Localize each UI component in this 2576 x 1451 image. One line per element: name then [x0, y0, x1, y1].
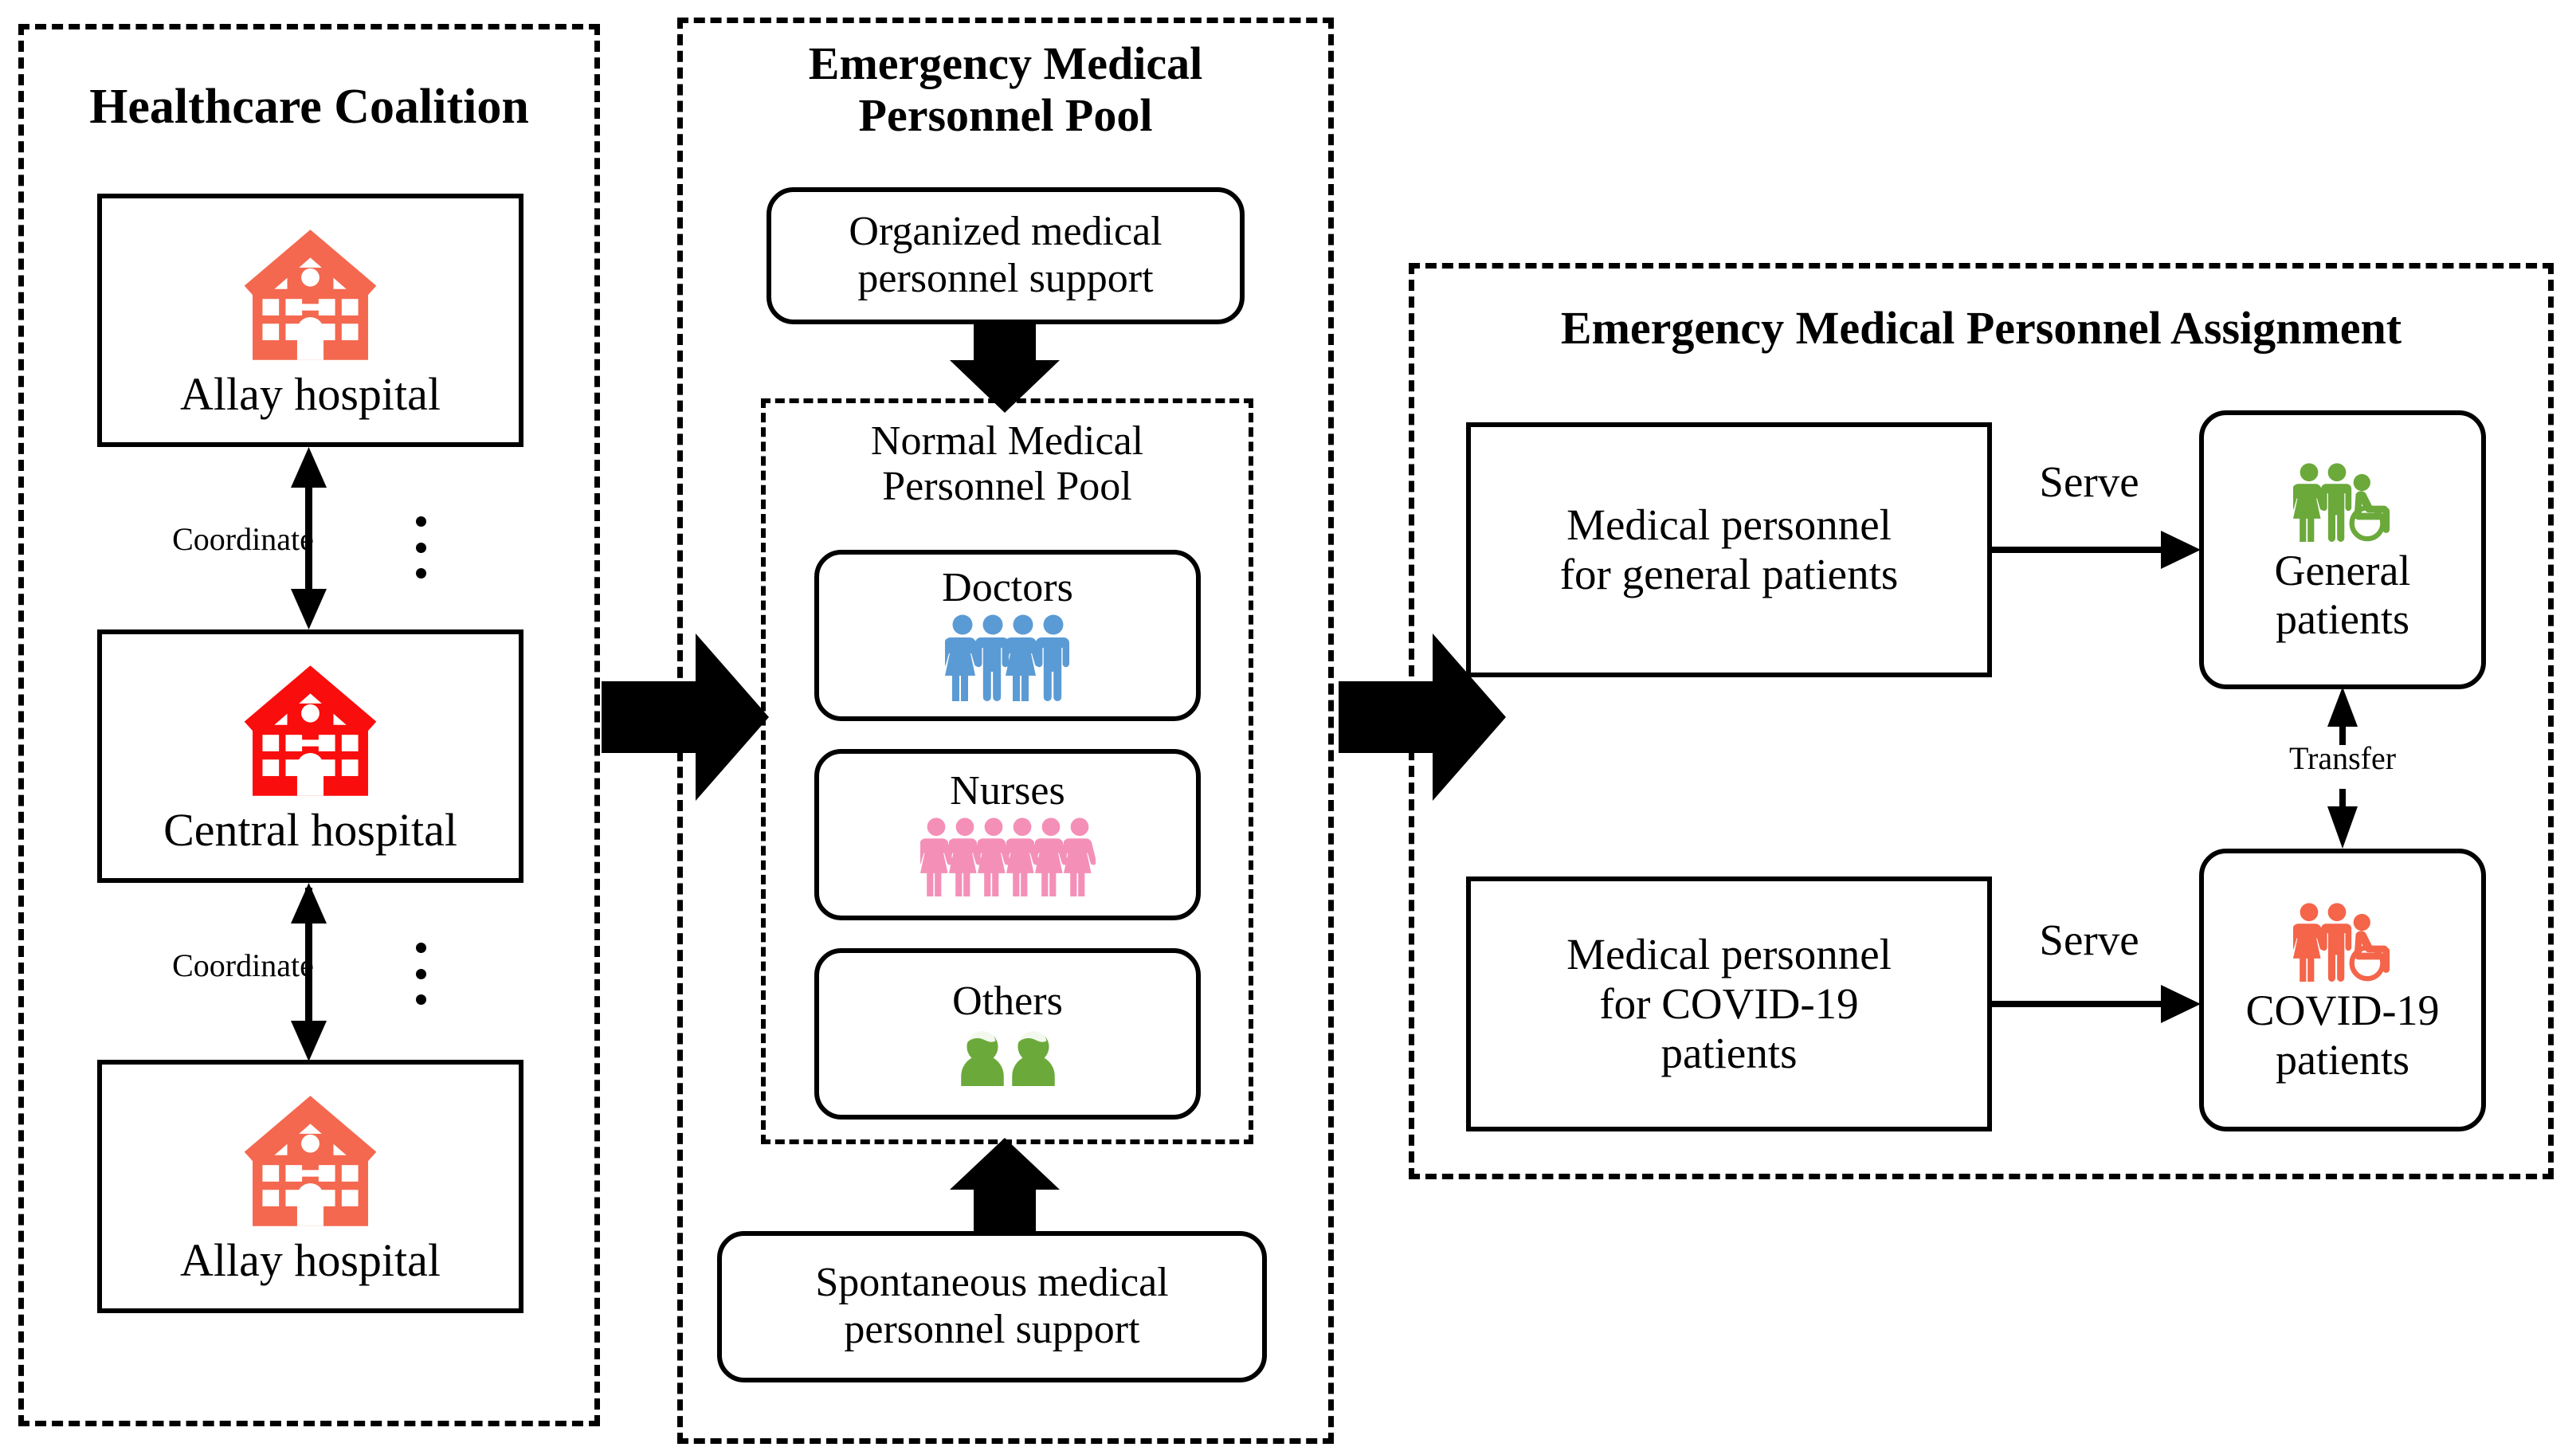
node-allay-hospital-bottom[interactable]: Allay hospital: [97, 1060, 523, 1313]
group-doctors[interactable]: Doctors: [814, 550, 1201, 721]
hospital-icon: [225, 661, 396, 801]
node-medical-personnel-covid-label: Medical personnel for COVID-19 patients: [1566, 929, 1892, 1078]
node-covid-patients-label: COVID-19 patients: [2245, 986, 2440, 1084]
node-allay-hospital-top[interactable]: Allay hospital: [97, 194, 523, 447]
panel-healthcare-coalition-title: Healthcare Coalition: [89, 80, 529, 134]
node-central-hospital-label: Central hospital: [163, 804, 457, 857]
hospital-icon: [225, 1091, 396, 1231]
group-nurses-label: Nurses: [950, 768, 1065, 814]
patients-wheelchair-icon: [2293, 902, 2392, 982]
vertical-ellipsis-icon-top: [416, 516, 426, 578]
node-spontaneous-medical-personnel-support[interactable]: Spontaneous medical personnel support: [717, 1231, 1267, 1382]
edge-label-serve-covid: Serve: [2039, 916, 2139, 964]
node-spontaneous-medical-personnel-support-label: Spontaneous medical personnel support: [815, 1260, 1169, 1352]
people-group-icon: [920, 817, 1096, 896]
node-general-patients-label: General patients: [2274, 546, 2411, 643]
edge-label-serve-general: Serve: [2039, 457, 2139, 506]
patients-wheelchair-icon: [2293, 462, 2392, 542]
group-nurses[interactable]: Nurses: [814, 749, 1201, 920]
node-organized-medical-personnel-support[interactable]: Organized medical personnel support: [767, 187, 1245, 324]
node-organized-medical-personnel-support-label: Organized medical personnel support: [849, 209, 1163, 301]
group-doctors-label: Doctors: [942, 565, 1073, 611]
panel-healthcare-coalition: [18, 24, 600, 1426]
node-central-hospital[interactable]: Central hospital: [97, 629, 523, 883]
edge-label-transfer: Transfer: [2288, 740, 2397, 776]
hospital-icon: [225, 225, 396, 365]
panel-normal-medical-personnel-pool-title: Normal Medical Personnel Pool: [870, 418, 1144, 510]
group-others[interactable]: Others: [814, 948, 1201, 1120]
node-medical-personnel-covid[interactable]: Medical personnel for COVID-19 patients: [1466, 876, 1992, 1131]
panel-emergency-medical-personnel-pool-title: Emergency Medical Personnel Pool: [808, 37, 1203, 141]
node-general-patients[interactable]: General patients: [2199, 410, 2486, 689]
edge-label-coordinate-top: Coordinate: [172, 521, 314, 557]
node-medical-personnel-general-label: Medical personnel for general patients: [1559, 500, 1899, 598]
people-bust-icon: [958, 1029, 1058, 1086]
group-others-label: Others: [952, 978, 1063, 1025]
node-allay-hospital-bottom-label: Allay hospital: [179, 1234, 441, 1287]
vertical-ellipsis-icon-bottom: [416, 943, 426, 1005]
node-covid-patients[interactable]: COVID-19 patients: [2199, 849, 2486, 1131]
edge-label-coordinate-bottom: Coordinate: [172, 947, 314, 983]
node-medical-personnel-general[interactable]: Medical personnel for general patients: [1466, 422, 1992, 677]
node-allay-hospital-top-label: Allay hospital: [179, 368, 441, 421]
people-group-icon: [945, 614, 1071, 701]
panel-emergency-medical-personnel-assignment-title: Emergency Medical Personnel Assignment: [1560, 302, 2402, 354]
